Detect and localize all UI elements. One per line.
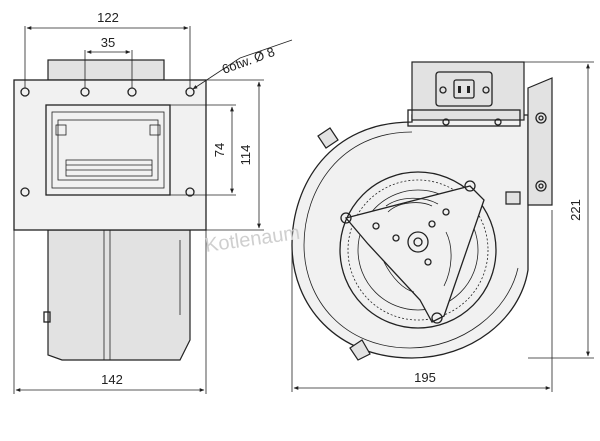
dim-bottom-width: 142 [101,372,123,387]
front-flange [13,79,207,231]
side-view: 195 221 [291,61,594,392]
watermark-text: Kotlenaum [204,222,302,257]
mounting-bracket [527,77,553,206]
dim-inner-height: 74 [212,143,227,157]
dim-hole-spacing: 35 [101,35,115,50]
dim-top-width: 122 [97,10,119,25]
impeller-ring [339,171,497,329]
dim-flange-height: 114 [238,145,253,166]
dim-side-width: 195 [414,370,436,385]
connector-base [407,109,521,127]
motor-hub [407,231,429,253]
front-top-housing [47,59,165,81]
front-view: 122 35 6otw. Ø 8 74 114 142 [13,10,293,394]
power-socket [435,71,493,107]
housing-tab [317,127,339,149]
front-lower-housing [47,229,191,361]
housing-tab [349,339,371,361]
outlet-opening [45,104,171,196]
dim-side-height: 221 [568,199,583,221]
housing-tab [505,191,521,205]
holes-note: 6otw. Ø 8 [220,44,277,77]
motor-spider [344,185,485,323]
front-screw [43,311,51,323]
